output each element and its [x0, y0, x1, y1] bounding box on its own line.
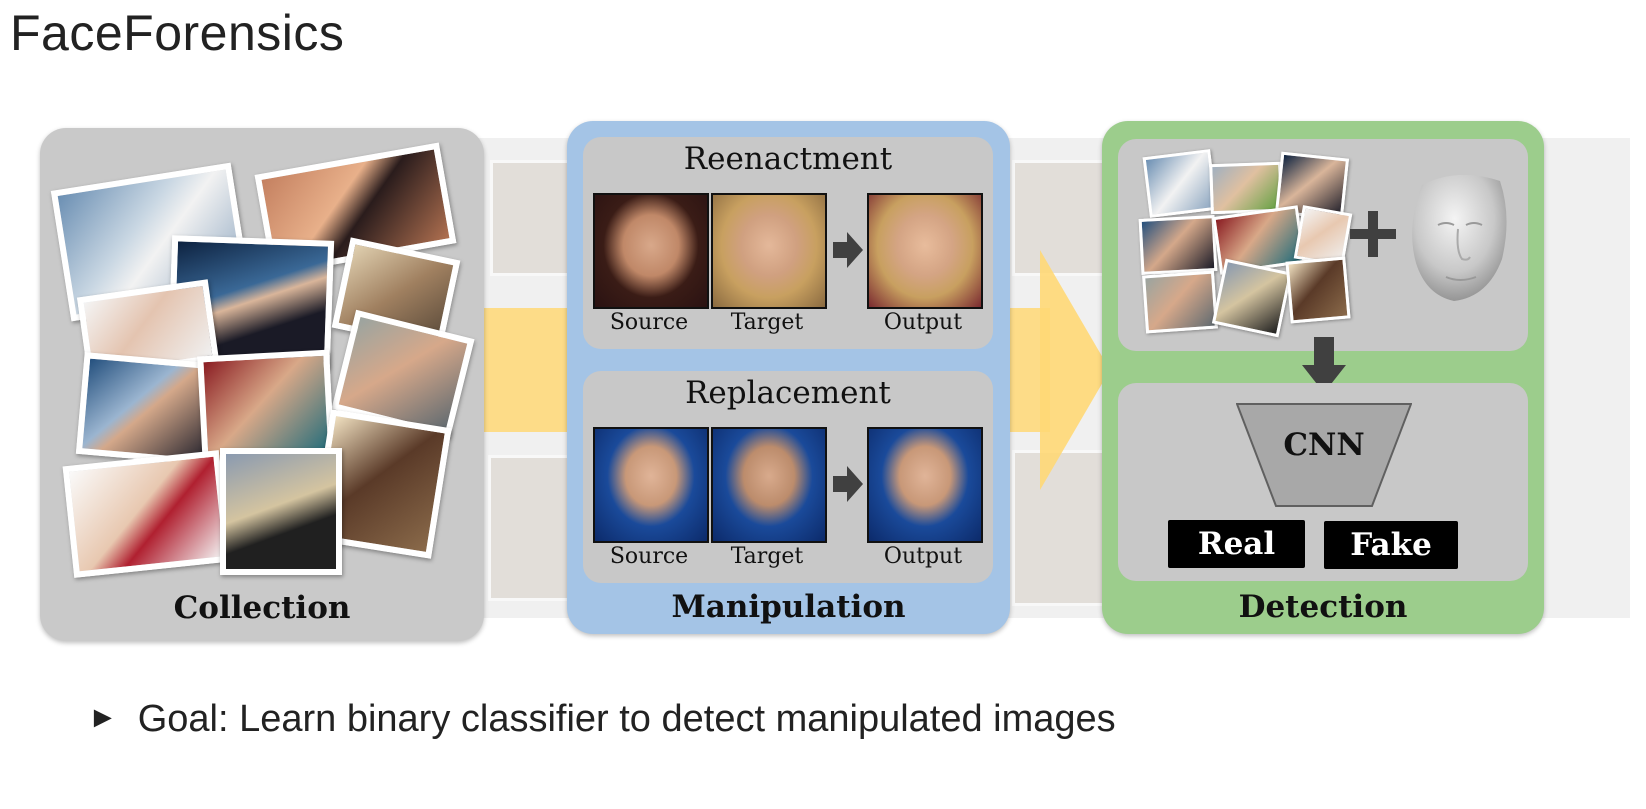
detection-photo: [1142, 149, 1218, 218]
collection-panel: Collection: [40, 128, 484, 641]
face-mesh-icon: [1412, 174, 1507, 301]
output-face-image: [867, 427, 983, 543]
detection-photo: [1209, 161, 1283, 215]
arrow-right-icon: [833, 466, 863, 502]
target-face-image: [711, 193, 827, 309]
fake-label: Fake: [1324, 521, 1458, 569]
arrow-right-icon: [1005, 250, 1110, 490]
source-caption: Source: [609, 310, 689, 335]
source-face-image: [593, 427, 709, 543]
target-caption: Target: [730, 310, 804, 335]
bullet-point: ► Goal: Learn binary classifier to detect…: [88, 698, 1116, 741]
slide-title: FaceForensics: [10, 5, 345, 61]
detection-input-box: [1118, 139, 1528, 351]
ghost-photo: [490, 160, 576, 276]
detection-photo: [1285, 256, 1351, 324]
target-face-image: [711, 427, 827, 543]
collection-photo: [62, 450, 231, 578]
reenactment-box: Reenactment Source Target Output: [583, 137, 993, 349]
arrow-right-icon: [470, 308, 580, 432]
collection-photo: [220, 448, 342, 575]
classifier-box: CNN Real Fake: [1118, 383, 1528, 581]
cnn-trapezoid: [1236, 403, 1412, 507]
detection-label: Detection: [1238, 589, 1408, 625]
bullet-triangle-icon: ►: [88, 701, 118, 734]
detection-photo: [1138, 215, 1218, 275]
reenactment-title: Reenactment: [683, 141, 893, 177]
detection-panel: CNN Real Fake Detection: [1102, 121, 1544, 634]
cnn-label: CNN: [1283, 427, 1365, 463]
output-face-image: [867, 193, 983, 309]
replacement-title: Replacement: [685, 375, 891, 411]
manipulation-label: Manipulation: [671, 589, 906, 625]
output-caption: Output: [883, 310, 963, 335]
ghost-photo: [1012, 160, 1108, 276]
bullet-text: Goal: Learn binary classifier to detect …: [137, 698, 1116, 740]
real-label: Real: [1168, 520, 1305, 568]
output-caption: Output: [883, 544, 963, 569]
source-face-image: [593, 193, 709, 309]
collection-label: Collection: [173, 590, 351, 626]
ghost-photo: [1012, 450, 1108, 606]
detection-photo: [1211, 258, 1293, 338]
target-caption: Target: [730, 544, 804, 569]
replacement-box: Replacement Source Target Output: [583, 371, 993, 583]
arrow-right-icon: [833, 232, 863, 268]
arrow-down-icon: [1302, 337, 1346, 393]
manipulation-panel: Reenactment Source Target Output Replace…: [567, 121, 1010, 634]
detection-photo: [1142, 270, 1218, 334]
plus-icon: [1350, 211, 1396, 257]
source-caption: Source: [609, 544, 689, 569]
ghost-photo: [488, 455, 576, 601]
